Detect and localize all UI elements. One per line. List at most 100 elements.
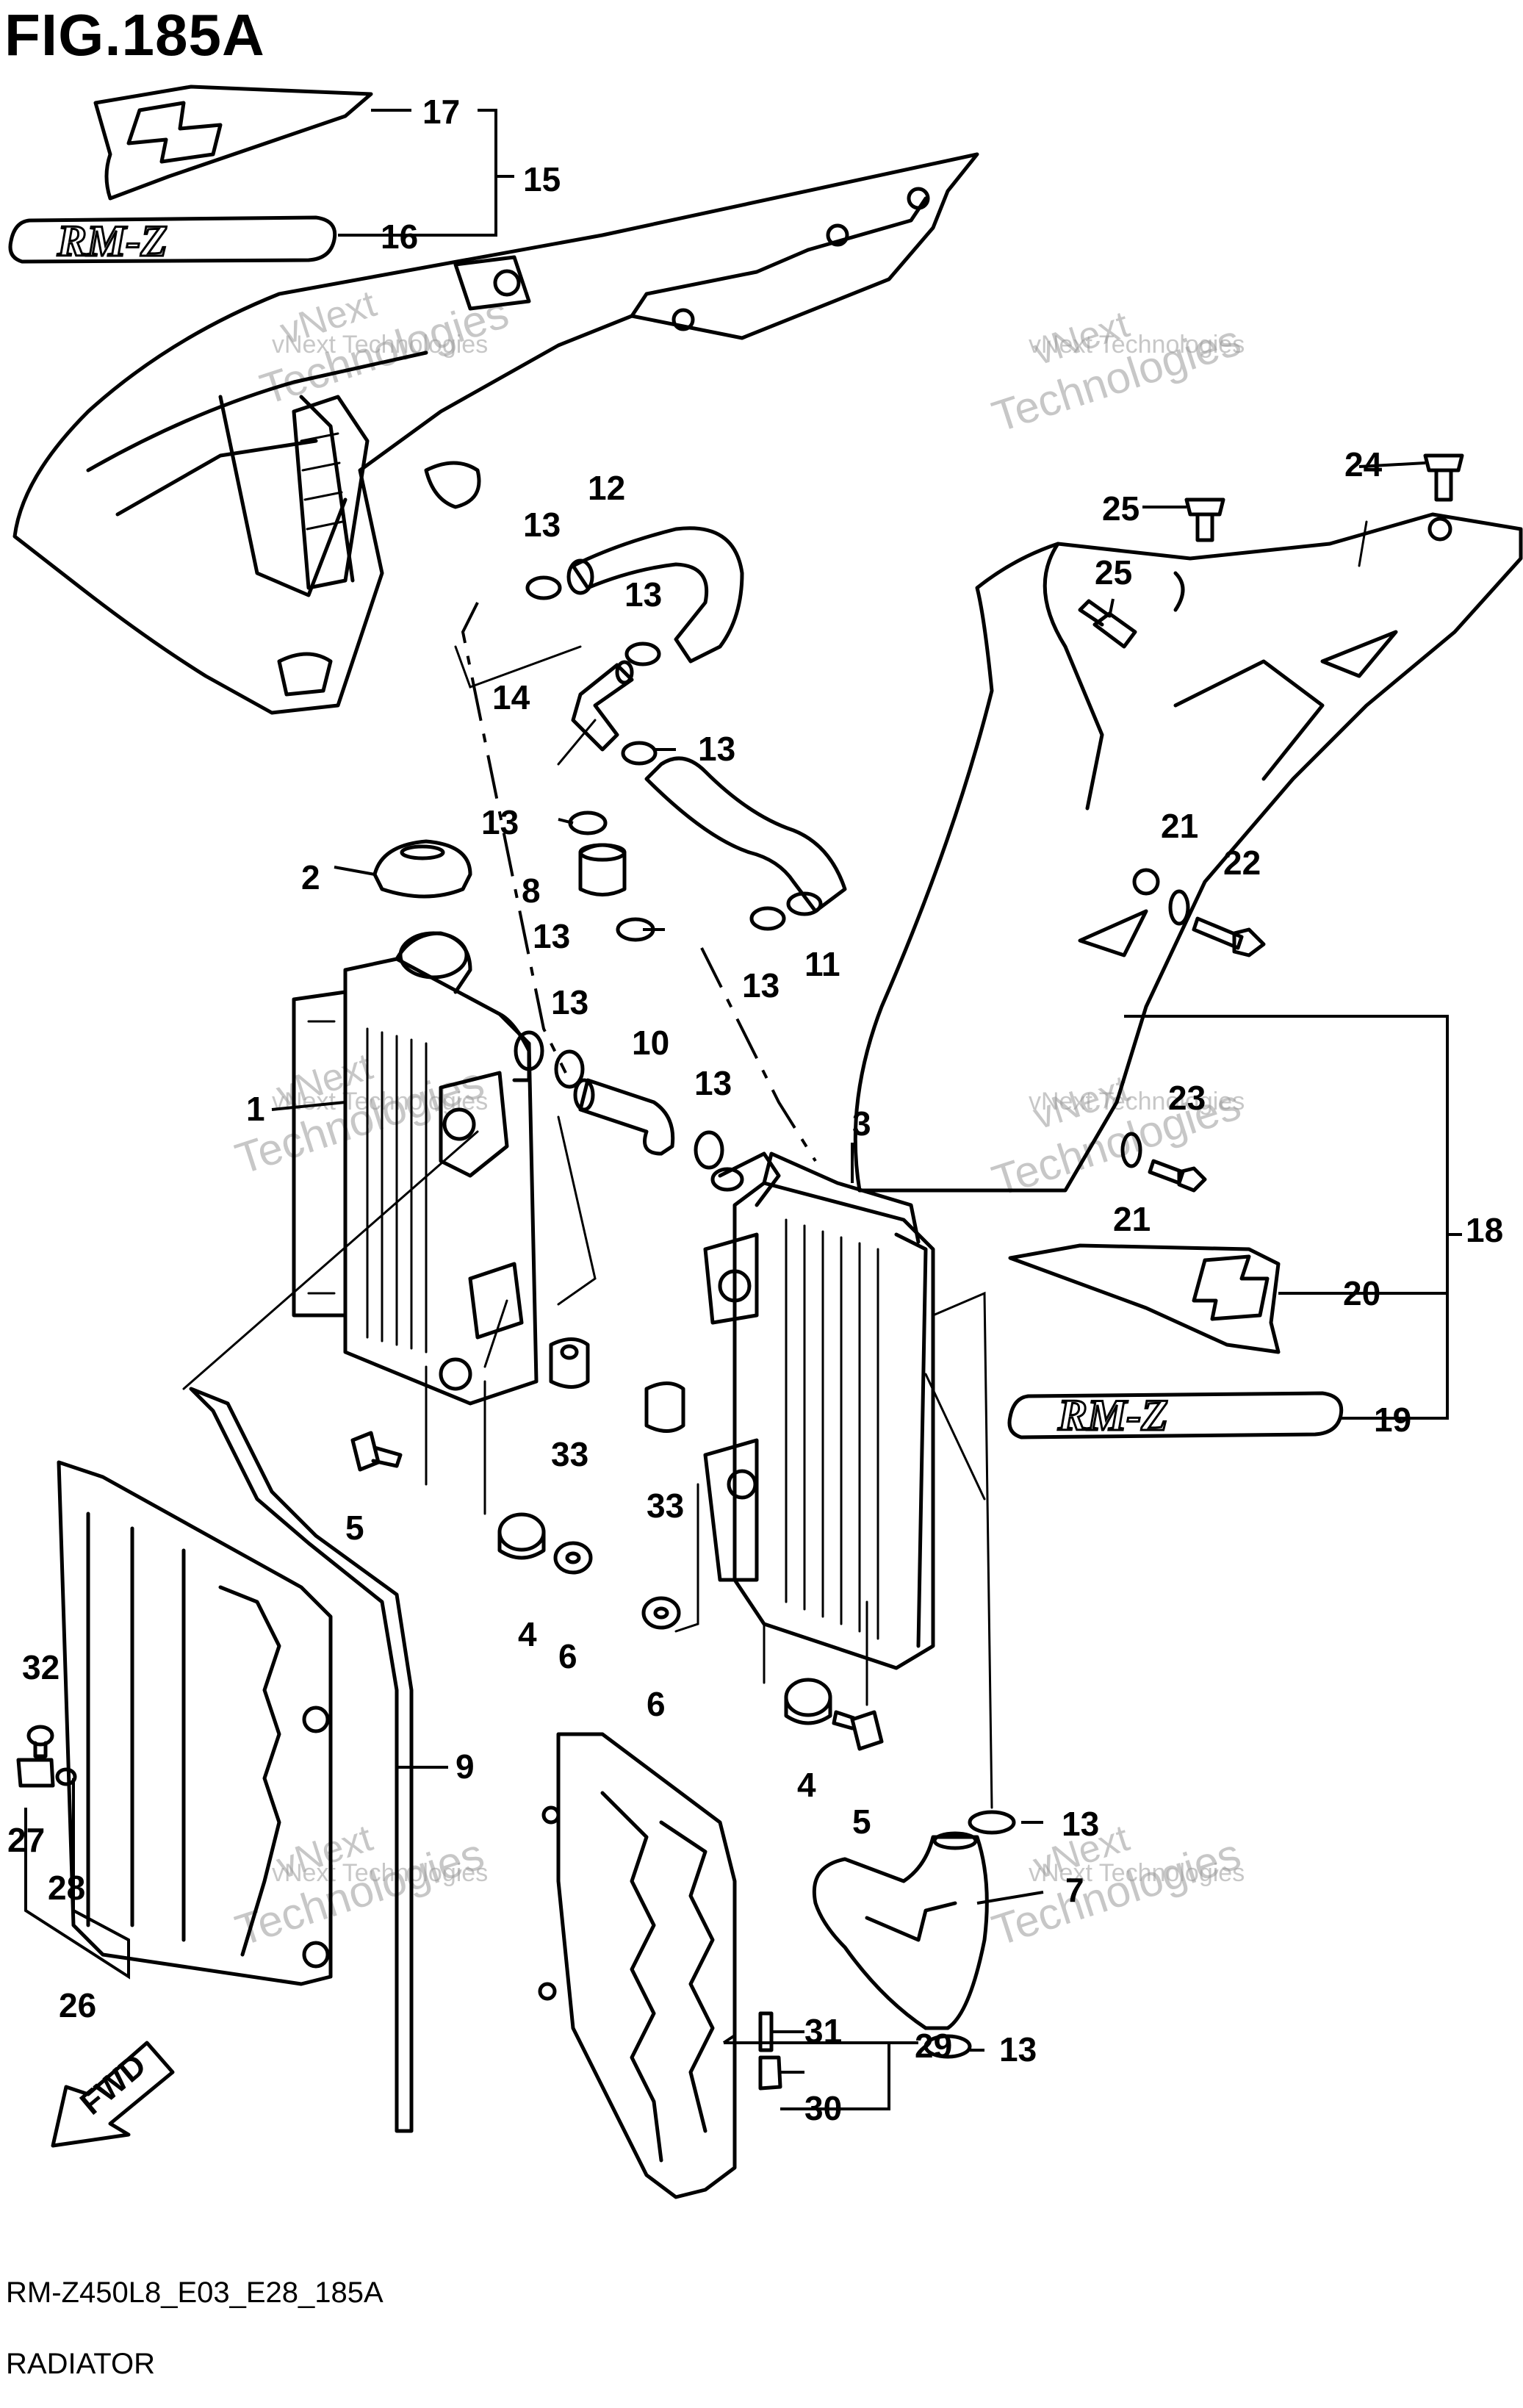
part-7-hose bbox=[812, 1831, 989, 2030]
part-10-pipe bbox=[573, 1078, 675, 1156]
callout-32: 32 bbox=[22, 1648, 60, 1686]
part-12-hose bbox=[566, 526, 744, 664]
part-21-washer bbox=[1168, 889, 1190, 926]
part-24-bolt bbox=[1423, 453, 1464, 502]
callout-13h: 13 bbox=[694, 1064, 732, 1102]
part-1-left-radiator bbox=[292, 931, 544, 1406]
callout-15: 15 bbox=[523, 160, 561, 198]
part-27-nut bbox=[16, 1758, 55, 1788]
part-18-right-shroud bbox=[853, 512, 1523, 1193]
callout-13b: 13 bbox=[624, 575, 662, 614]
callout-2: 2 bbox=[301, 858, 320, 896]
callout-13c: 13 bbox=[698, 730, 735, 768]
part-32-screw bbox=[26, 1725, 54, 1758]
part-22-bolt bbox=[1192, 916, 1266, 957]
watermark-line: vNext Technologies bbox=[272, 331, 488, 359]
callout-5a: 5 bbox=[345, 1509, 364, 1547]
emblem-text: RM-Z bbox=[57, 217, 168, 265]
callout-11: 11 bbox=[804, 945, 840, 983]
callout-31: 31 bbox=[804, 2012, 842, 2050]
figure-code: RM-Z450L8_E03_E28_185A bbox=[6, 2276, 384, 2309]
callout-8: 8 bbox=[522, 871, 541, 910]
part-21-washer bbox=[1120, 1132, 1142, 1168]
callout-28: 28 bbox=[48, 1869, 85, 1907]
part-3-right-radiator bbox=[703, 1151, 935, 1670]
part-8-pipe bbox=[578, 843, 627, 896]
callout-13i: 13 bbox=[1062, 1805, 1099, 1843]
callout-18: 18 bbox=[1466, 1211, 1503, 1249]
callout-4a: 4 bbox=[518, 1615, 537, 1653]
part-4-grommet bbox=[784, 1678, 832, 1725]
callout-19: 19 bbox=[1374, 1401, 1411, 1439]
part-30-clip bbox=[758, 2055, 782, 2091]
part-5-bolt bbox=[832, 1710, 884, 1751]
emblem-text: RM-Z bbox=[1057, 1391, 1168, 1440]
connector-lines bbox=[182, 520, 1368, 1809]
callout-1: 1 bbox=[246, 1090, 265, 1128]
callout-23: 23 bbox=[1168, 1079, 1206, 1117]
callout-33b: 33 bbox=[647, 1487, 684, 1525]
callout-27: 27 bbox=[7, 1821, 45, 1859]
part-31-clip bbox=[758, 2011, 774, 2052]
callout-13a: 13 bbox=[523, 506, 561, 544]
callout-16: 16 bbox=[381, 218, 418, 256]
callout-13f: 13 bbox=[742, 966, 779, 1004]
callout-10: 10 bbox=[632, 1024, 669, 1062]
callout-29: 29 bbox=[915, 2027, 952, 2065]
part-26-left-guard bbox=[57, 1460, 333, 1986]
callouts: 17 15 16 12 13 13 14 13 13 2 8 13 13 11 … bbox=[7, 93, 1503, 2127]
callout-5b: 5 bbox=[852, 1803, 871, 1841]
part-28-grommet bbox=[55, 1767, 77, 1786]
part-2-radiator-cap bbox=[372, 839, 472, 899]
callout-13g: 13 bbox=[551, 983, 588, 1021]
part-16-emblem: RM-Z bbox=[8, 215, 337, 267]
callout-21b: 21 bbox=[1113, 1200, 1151, 1238]
part-25-bolt bbox=[1078, 599, 1137, 649]
part-15-left-shroud bbox=[12, 152, 979, 715]
callout-13j: 13 bbox=[999, 2030, 1037, 2069]
watermark-left-top: vNext Technologies bbox=[254, 282, 514, 414]
callout-6b: 6 bbox=[647, 1685, 666, 1723]
part-9-overflow-tube bbox=[189, 1387, 414, 2133]
part-5-bolt bbox=[350, 1431, 403, 1472]
callout-33a: 33 bbox=[551, 1435, 588, 1473]
callout-20: 20 bbox=[1343, 1274, 1380, 1312]
callout-30: 30 bbox=[804, 2089, 842, 2127]
leader-lines bbox=[24, 109, 1462, 2110]
part-25-bolt bbox=[1184, 497, 1225, 542]
callout-12: 12 bbox=[588, 469, 625, 507]
part-6-collar bbox=[641, 1596, 681, 1630]
part-33-damper bbox=[644, 1381, 685, 1433]
watermark-line: vNext Technologies bbox=[1029, 1859, 1245, 1887]
part-19-emblem: RM-Z bbox=[1007, 1390, 1344, 1441]
watermark-line: vNext Technologies bbox=[1029, 331, 1245, 359]
part-4-grommet bbox=[497, 1512, 546, 1560]
callout-7: 7 bbox=[1065, 1871, 1084, 1909]
callout-25a: 25 bbox=[1102, 489, 1139, 528]
callout-17: 17 bbox=[422, 93, 460, 131]
hardware-fasteners bbox=[16, 453, 1464, 2091]
callout-4b: 4 bbox=[797, 1766, 816, 1804]
callout-13d: 13 bbox=[481, 803, 519, 841]
part-6-collar bbox=[553, 1541, 593, 1575]
fwd-label: FWD bbox=[73, 2047, 153, 2122]
part-17-decal bbox=[93, 85, 373, 201]
part-33-damper bbox=[549, 1337, 590, 1389]
callout-24: 24 bbox=[1344, 445, 1383, 484]
watermark-line: vNext Technologies bbox=[272, 1859, 488, 1887]
part-20-decal bbox=[1008, 1243, 1281, 1354]
part-29-right-guard bbox=[538, 1732, 737, 2199]
part-11-hose bbox=[644, 756, 847, 916]
part-14-joint bbox=[571, 660, 634, 752]
callout-26: 26 bbox=[59, 1986, 96, 2024]
callout-22: 22 bbox=[1223, 844, 1261, 882]
callout-9: 9 bbox=[456, 1747, 475, 1786]
callout-13e: 13 bbox=[533, 917, 570, 955]
callout-21a: 21 bbox=[1161, 807, 1198, 845]
part-23-bolt bbox=[1148, 1159, 1207, 1193]
figure-subtitle: RADIATOR bbox=[6, 2348, 155, 2380]
callout-3: 3 bbox=[852, 1104, 871, 1143]
watermark-line: vNext Technologies bbox=[1029, 1088, 1245, 1115]
callout-14: 14 bbox=[492, 678, 530, 716]
